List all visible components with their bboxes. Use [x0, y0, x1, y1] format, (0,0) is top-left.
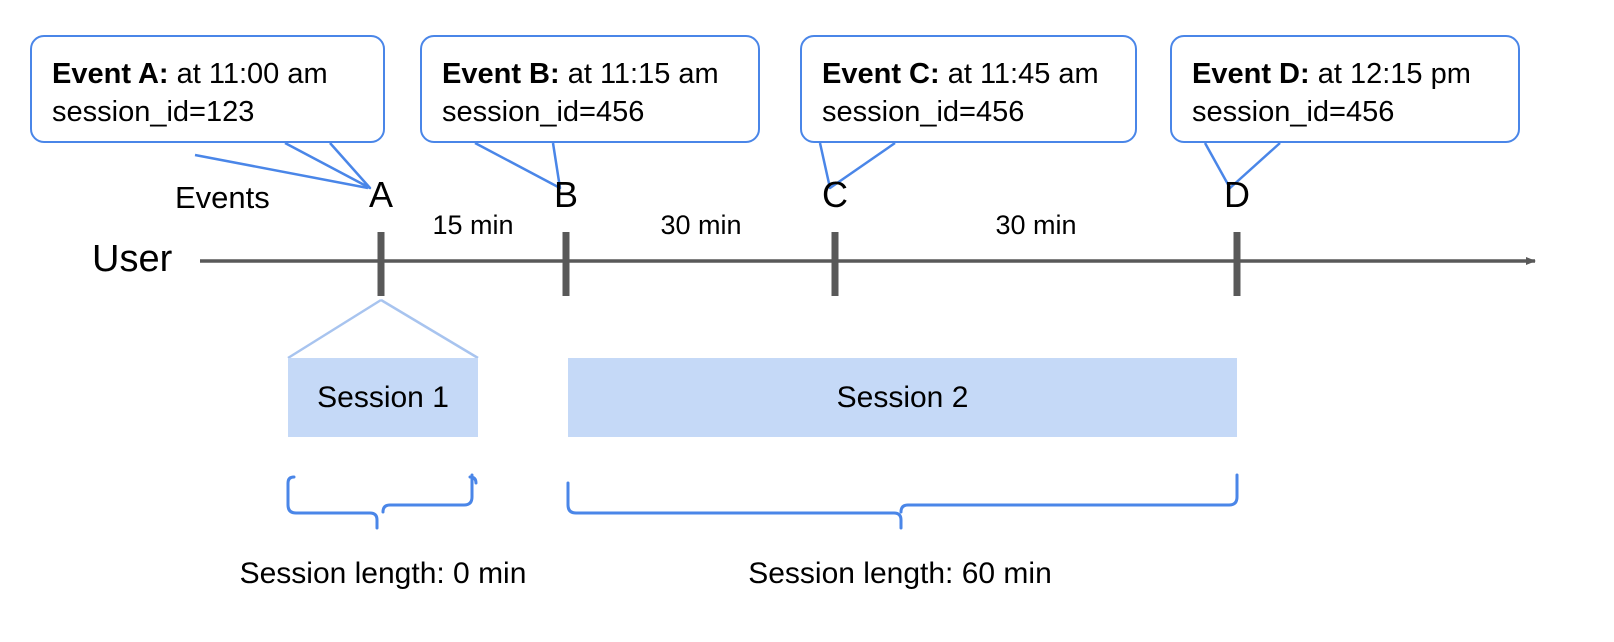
session-bar-2[interactable]: Session 2	[568, 358, 1237, 437]
callout-event-a[interactable]: Event A: at 11:00 am session_id=123	[30, 35, 385, 143]
interval-label-ab: 15 min	[432, 210, 514, 240]
callout-c-line1: Event C: at 11:45 am	[822, 58, 1099, 90]
callout-d-line2: session_id=456	[1192, 96, 1395, 128]
event-letter-b: B	[553, 174, 578, 215]
callout-c-line2: session_id=456	[822, 96, 1025, 128]
event-letter-d: D	[1224, 174, 1250, 215]
interval-label-bc: 30 min	[660, 210, 742, 240]
callout-event-b[interactable]: Event B: at 11:15 am session_id=456	[420, 35, 760, 143]
callout-b-line1: Event B: at 11:15 am	[442, 58, 719, 90]
callout-event-c[interactable]: Event C: at 11:45 am session_id=456	[800, 35, 1137, 143]
event-letter-c: C	[822, 174, 848, 215]
interval-label-cd: 30 min	[995, 210, 1077, 240]
session-bar-2-label: Session 2	[836, 380, 969, 414]
callout-a-line2: session_id=123	[52, 96, 255, 128]
session2-brace	[566, 473, 1239, 530]
callout-d-line1: Event D: at 12:15 pm	[1192, 58, 1471, 90]
session1-length-label: Session length: 0 min	[239, 557, 527, 590]
session-bar-1-label: Session 1	[317, 380, 449, 414]
event-letter-a: A	[368, 174, 393, 215]
user-row-label: User	[92, 238, 173, 280]
session-bar-1[interactable]: Session 1	[288, 358, 478, 437]
session1-connector	[287, 298, 479, 360]
session1-brace	[286, 473, 478, 530]
session2-length-label: Session length: 60 min	[748, 557, 1052, 590]
callout-a-line1: Event A: at 11:00 am	[52, 58, 328, 90]
callout-b-line2: session_id=456	[442, 96, 645, 128]
events-row-label: Events	[175, 180, 270, 215]
callout-event-d[interactable]: Event D: at 12:15 pm session_id=456	[1170, 35, 1520, 143]
